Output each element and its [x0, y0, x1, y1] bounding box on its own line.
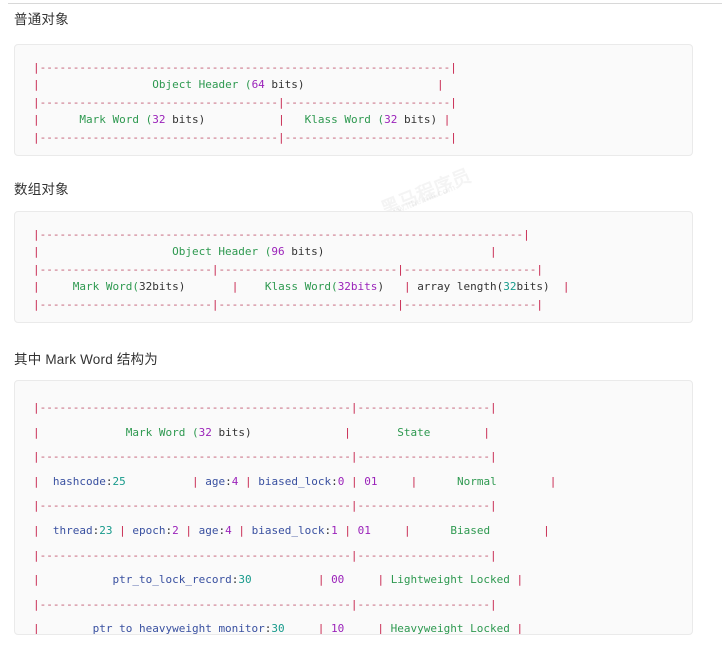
- heading-mark-word: 其中 Mark Word 结构为: [14, 352, 158, 367]
- mark-word-code: |---------------------------------------…: [33, 401, 557, 635]
- heading-plain-object: 普通对象: [14, 12, 69, 27]
- plain-object-code: |---------------------------------------…: [33, 61, 457, 144]
- heading-array-object: 数组对象: [14, 182, 69, 197]
- top-divider: [8, 3, 722, 4]
- mark-word-structure-table: |---------------------------------------…: [14, 380, 693, 635]
- array-object-header-diagram: |---------------------------------------…: [14, 211, 693, 323]
- plain-object-header-diagram: |---------------------------------------…: [14, 44, 693, 156]
- array-object-code: |---------------------------------------…: [33, 228, 570, 311]
